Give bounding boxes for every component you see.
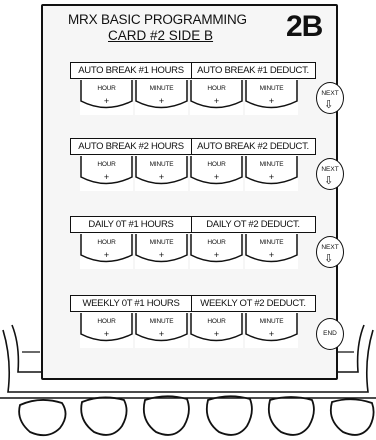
keypad-key — [207, 396, 252, 435]
keypad-key — [331, 399, 374, 435]
keypad-key — [81, 397, 126, 434]
keypad-key — [269, 397, 314, 435]
keypad-key — [19, 400, 65, 435]
keypad-key — [144, 396, 189, 435]
